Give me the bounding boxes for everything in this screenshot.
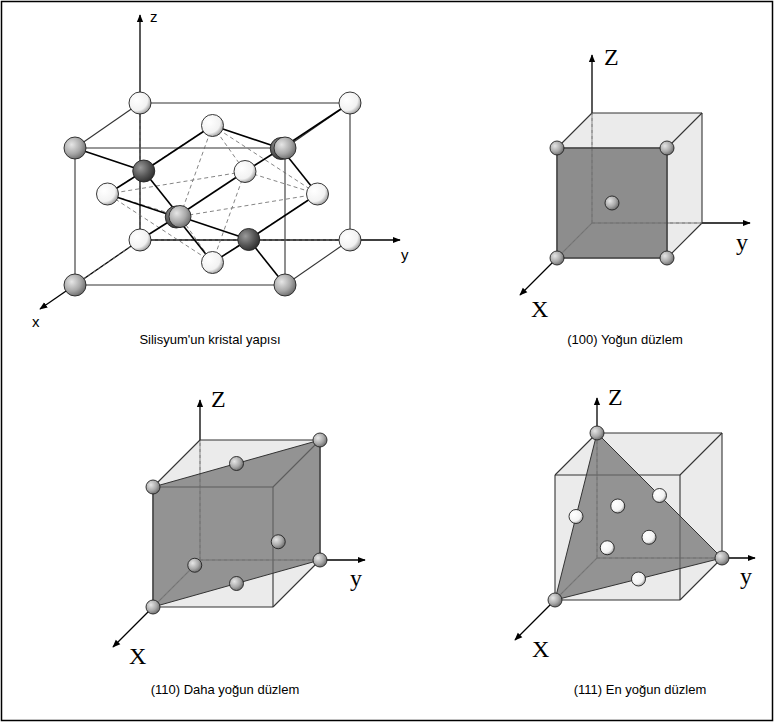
- axis-label: x: [32, 313, 40, 330]
- silicon-atom: [188, 558, 202, 572]
- cube-edge: [555, 599, 680, 600]
- figure-caption: (110) Daha yoğun düzlem: [151, 683, 300, 698]
- axis-label: z: [150, 8, 158, 25]
- silicon-atom: [590, 426, 604, 440]
- figure-caption: (100) Yoğun düzlem: [567, 333, 683, 348]
- cube-face: [557, 148, 667, 258]
- silicon-atom: [550, 141, 564, 155]
- face-centre-link: [108, 172, 246, 195]
- silicon-atom: [600, 541, 614, 555]
- hidden-cube-edge: [75, 240, 140, 285]
- plane-100-cube: [520, 55, 750, 295]
- covalent-bond: [249, 194, 318, 240]
- face-centre-link: [213, 194, 318, 263]
- cube-edge: [554, 475, 555, 600]
- silicon-atom: [642, 530, 656, 544]
- axis-label: X: [531, 296, 548, 324]
- figure-caption: Silisyum'un kristal yapısı: [139, 333, 280, 348]
- axis-label: X: [532, 636, 549, 664]
- silicon-atom: [202, 115, 224, 137]
- axis-label: y: [401, 246, 409, 263]
- silicon-atom: [274, 137, 296, 159]
- silicon-unit-cell: [40, 15, 400, 309]
- silicon-atom: [202, 252, 224, 274]
- axis-label: Z: [604, 44, 619, 72]
- crystal-plane: [555, 433, 722, 600]
- silicon-atom: [64, 274, 86, 296]
- silicon-atom: [129, 92, 151, 114]
- cube-edge: [349, 103, 350, 240]
- silicon-atom: [274, 274, 296, 296]
- silicon-atom: [313, 433, 327, 447]
- silicon-atom: [660, 141, 674, 155]
- cube-face: [667, 113, 702, 258]
- cube-edge: [285, 240, 350, 285]
- silicon-atom: [548, 593, 562, 607]
- cube-edge: [153, 606, 273, 607]
- cube-edge: [140, 102, 350, 103]
- silicon-atom: [146, 480, 160, 494]
- silicon-atom: [64, 137, 86, 159]
- face-centre-link: [180, 194, 318, 217]
- crystal-plane: [153, 440, 320, 607]
- silicon-atom: [307, 183, 329, 205]
- silicon-atom: [339, 229, 361, 251]
- cube-edge: [597, 432, 722, 433]
- silicon-atom: [271, 535, 285, 549]
- axis-label: y: [740, 563, 752, 591]
- plane-111-cube: [515, 398, 755, 640]
- axis-arrow: [40, 240, 140, 309]
- crystal-plane: [557, 148, 667, 258]
- silicon-atom: [550, 251, 564, 265]
- silicon-atom: [238, 229, 260, 251]
- silicon-atom: [611, 499, 625, 513]
- silicon-atom: [605, 196, 619, 210]
- figure-caption: (111) En yoğun düzlem: [574, 683, 706, 698]
- cube-edge: [74, 148, 75, 285]
- axis-label: y: [350, 565, 362, 593]
- silicon-atom: [234, 161, 256, 183]
- cube-edge: [701, 113, 702, 223]
- face-centre-link: [213, 172, 246, 263]
- silicon-atom: [230, 577, 244, 591]
- silicon-atom: [660, 251, 674, 265]
- silicon-atom: [715, 551, 729, 565]
- silicon-atom: [632, 572, 646, 586]
- axis-label: Z: [608, 384, 623, 412]
- silicon-atom: [653, 489, 667, 503]
- axis-label: y: [736, 229, 748, 257]
- cube-edge: [721, 433, 722, 558]
- cube-edge: [200, 439, 320, 440]
- cube-face: [680, 433, 722, 600]
- plane-110-cube: [113, 400, 365, 647]
- silicon-atom: [97, 183, 119, 205]
- cube-edge: [592, 112, 702, 113]
- silicon-atom: [230, 457, 244, 471]
- silicon-atom: [569, 510, 583, 524]
- cube-edge: [75, 103, 140, 148]
- silicon-atom: [339, 92, 361, 114]
- silicon-atom: [169, 206, 191, 228]
- silicon-atom: [129, 229, 151, 251]
- silicon-atom: [133, 160, 155, 182]
- face-centre-link: [108, 126, 213, 195]
- axis-arrow: [139, 15, 140, 240]
- axis-label: Z: [211, 386, 226, 414]
- silicon-atom: [146, 600, 160, 614]
- covalent-bond: [144, 126, 213, 172]
- axis-label: X: [129, 643, 146, 671]
- silicon-atom: [313, 553, 327, 567]
- cube-edge: [680, 433, 722, 475]
- cube-edge: [75, 284, 285, 285]
